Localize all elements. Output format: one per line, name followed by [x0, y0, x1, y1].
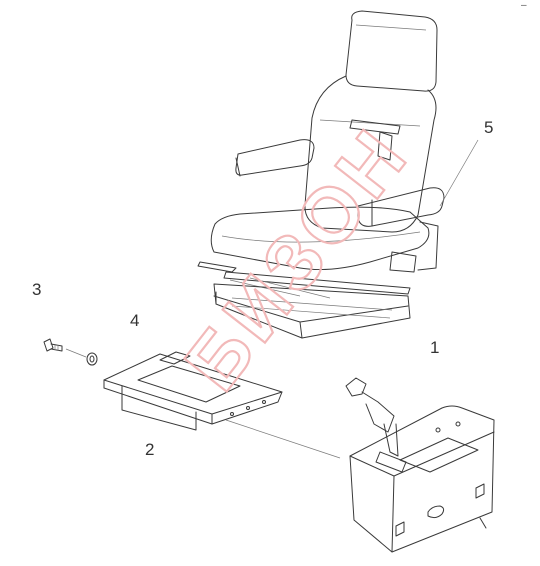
washer: [86, 352, 98, 366]
watermark-text: БИЗОН: [168, 110, 426, 406]
corner-mark: –: [521, 0, 527, 11]
bolt: [43, 338, 63, 352]
leader-lines: [65, 139, 479, 459]
callout-2: 2: [145, 440, 155, 459]
control-console: [345, 377, 495, 553]
callout-3: 3: [32, 280, 42, 299]
operator-seat: [197, 10, 445, 339]
watermark-logo: БИЗОН: [166, 109, 427, 407]
mounting-plate: [103, 351, 283, 431]
callout-5: 5: [484, 118, 494, 137]
callout-4: 4: [130, 311, 140, 330]
callout-1: 1: [430, 338, 440, 357]
